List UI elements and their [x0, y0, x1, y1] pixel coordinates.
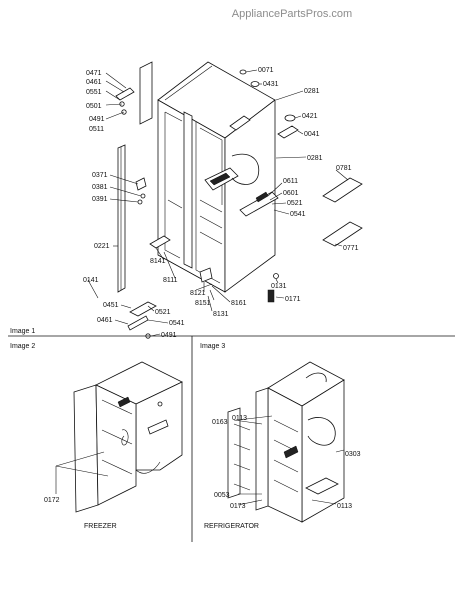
callout-0163: 0163	[212, 419, 228, 426]
callout-0371: 0371	[92, 172, 108, 179]
freezer-view: 0172 FREEZER	[44, 361, 183, 530]
callout-8131: 8131	[213, 311, 229, 318]
callout-0131: 0131	[271, 283, 287, 290]
fridge-control	[283, 445, 299, 459]
freezer-door	[73, 384, 99, 513]
callout-0173: 0173	[230, 503, 246, 510]
side-trim-upper	[322, 177, 363, 203]
freezer-liner	[95, 384, 137, 506]
callout-0451: 0451	[103, 302, 119, 309]
lower-hinge	[129, 301, 157, 317]
callout-0461: 0461	[86, 79, 102, 86]
watermark: AppliancePartsPros.com	[232, 8, 352, 20]
callout-0541: 0541	[290, 211, 306, 218]
callout-0391: 0391	[92, 196, 108, 203]
callout-0771: 0771	[343, 245, 359, 252]
top-plug-large	[250, 81, 260, 87]
callout-0113-bottom: 0113	[337, 503, 352, 510]
plug-button	[284, 114, 296, 122]
leveling-screw	[273, 273, 279, 279]
cabinet-mullion	[183, 111, 193, 269]
cabinet-exploded-view: 0471 0461 0551 0501 0491 0511 0071 0431 …	[83, 61, 363, 339]
callout-0141: 0141	[83, 277, 99, 284]
top-plug	[239, 69, 247, 75]
fridge-door-panel	[255, 387, 269, 511]
door-cam	[140, 193, 146, 199]
callout-0281-top: 0281	[304, 88, 320, 95]
door-stop	[135, 177, 147, 191]
handle-cap	[277, 125, 299, 139]
lower-hinge-bracket	[149, 235, 171, 249]
cabinet-right-side	[224, 99, 276, 293]
image-1-label: Image 1	[10, 328, 35, 335]
door-cam-screw	[137, 199, 143, 205]
callout-0461-lower: 0461	[97, 317, 113, 324]
callout-0521: 0521	[287, 200, 303, 207]
callout-0053: 0053	[214, 492, 230, 499]
door-panel	[117, 144, 126, 293]
callout-0113-top: 0113	[232, 415, 247, 422]
callout-0471: 0471	[86, 70, 102, 77]
cabinet-roller	[199, 267, 213, 283]
callout-0041: 0041	[304, 131, 320, 138]
callout-8111: 8111	[163, 277, 178, 284]
callout-0281-side: 0281	[307, 155, 323, 162]
callout-0781: 0781	[336, 165, 352, 172]
callout-0071: 0071	[258, 67, 274, 74]
refrigerator-view: 0163 0113 0303 0053 0173 0113 REFRIGERAT…	[204, 361, 361, 530]
callout-0601: 0601	[283, 190, 299, 197]
top-hinge-cover	[139, 61, 153, 125]
callout-0303: 0303	[345, 451, 361, 458]
callout-0221: 0221	[94, 243, 110, 250]
callout-0551: 0551	[86, 89, 102, 96]
callout-0421: 0421	[302, 113, 318, 120]
callout-8161: 8161	[231, 300, 247, 307]
image-3-label: Image 3	[200, 343, 225, 350]
callout-0431: 0431	[263, 81, 279, 88]
image-2-label: Image 2	[10, 343, 35, 350]
callout-0611: 0611	[283, 178, 298, 185]
refrigerator-caption: REFRIGERATOR	[204, 523, 259, 530]
freezer-screw	[157, 401, 163, 407]
leader-lines	[87, 69, 349, 337]
freezer-caption: FREEZER	[84, 523, 117, 530]
callout-0491: 0491	[89, 116, 105, 123]
callout-0171: 0171	[285, 296, 301, 303]
side-trim-lower	[322, 221, 363, 247]
callout-0521-lower: 0521	[155, 309, 171, 316]
callout-8151: 8151	[195, 300, 211, 307]
freezer-vent	[147, 419, 169, 435]
callout-0381: 0381	[92, 184, 108, 191]
freezer-control	[117, 396, 131, 408]
top-hinge	[115, 87, 135, 101]
callout-8121: 8121	[190, 290, 206, 297]
roller-spring	[267, 289, 275, 303]
callout-0491-lower: 0491	[161, 332, 177, 339]
callout-8141: 8141	[150, 258, 166, 265]
callout-0172: 0172	[44, 497, 60, 504]
lower-hinge-plate	[127, 315, 149, 331]
callout-0511: 0511	[89, 126, 104, 133]
callout-0501: 0501	[86, 103, 102, 110]
callout-0541-lower: 0541	[169, 320, 185, 327]
rear-bracket	[229, 115, 251, 131]
fridge-drawer	[305, 477, 339, 495]
